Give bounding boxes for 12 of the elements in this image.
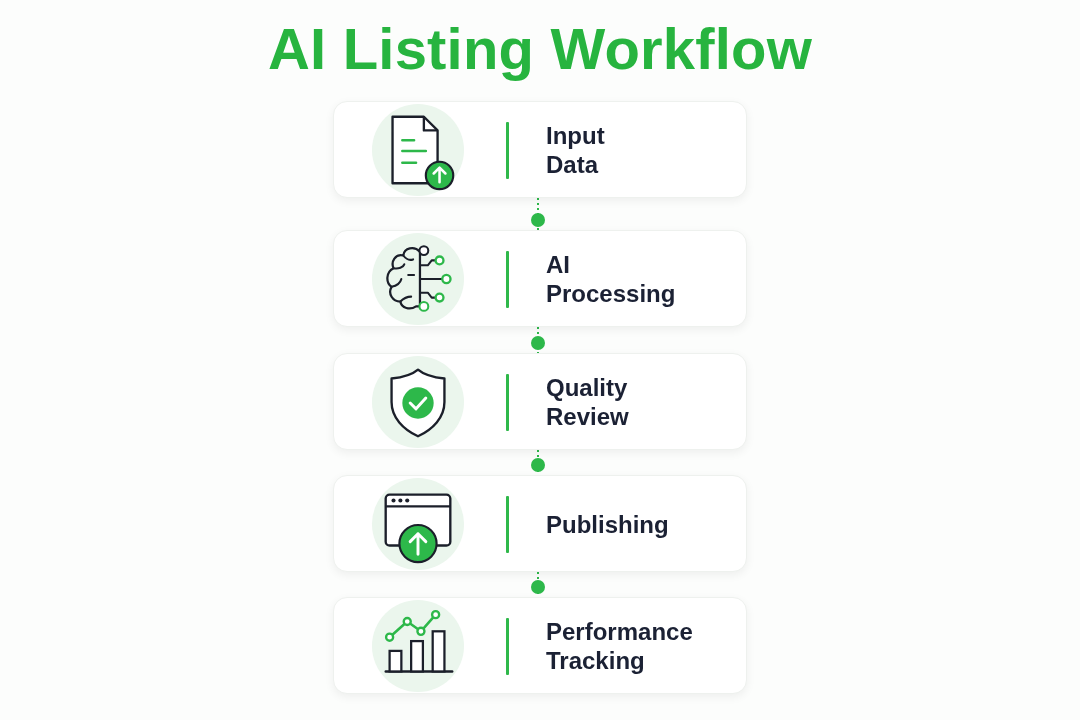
step-card bbox=[333, 597, 747, 694]
step-label: Quality Review bbox=[546, 372, 629, 431]
step-card bbox=[333, 101, 747, 198]
step-card bbox=[333, 353, 747, 450]
step-label: Input Data bbox=[546, 120, 605, 179]
step-card bbox=[333, 475, 747, 572]
step-label: Performance Tracking bbox=[546, 616, 693, 675]
step-label: Publishing bbox=[546, 509, 669, 538]
dotted-connector bbox=[531, 197, 545, 231]
step-card bbox=[333, 230, 747, 327]
step-label: AI Processing bbox=[546, 249, 676, 308]
title: AI Listing Workflow bbox=[266, 15, 813, 83]
